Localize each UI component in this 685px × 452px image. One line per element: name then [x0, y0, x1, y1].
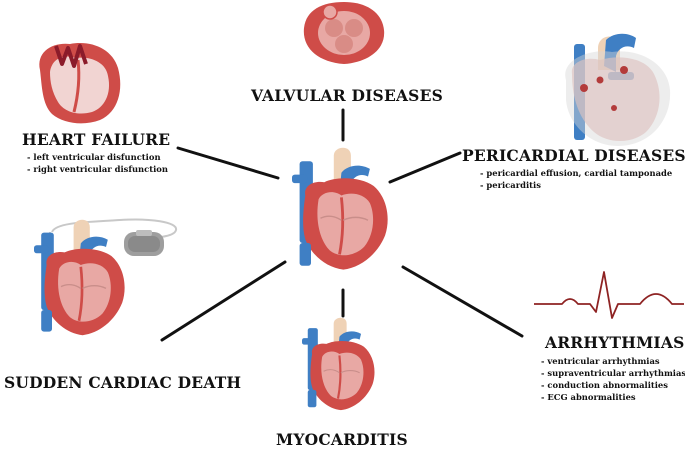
- connector-pericardial: [388, 151, 462, 184]
- pacemaker-heart-illustration: [32, 218, 177, 337]
- pericardial-list: pericardial effusion, cardial tamponade …: [480, 167, 672, 191]
- list-item: right ventricular disfunction: [27, 163, 168, 175]
- list-item: ventricular arrhythmias: [541, 355, 685, 367]
- pericardial-heart-illustration: [565, 33, 671, 146]
- list-item: pericarditis: [480, 179, 672, 191]
- arrhythmias-title: ARRHYTHMIAS: [545, 333, 685, 352]
- valve-illustration: [303, 2, 385, 64]
- list-item: ECG abnormalities: [541, 391, 685, 403]
- myocarditis-title: MYOCARDITIS: [276, 430, 408, 449]
- myocarditis-heart-illustration: [300, 316, 376, 412]
- list-item: left ventricular disfunction: [27, 151, 168, 163]
- list-item: conduction abnormalities: [541, 379, 685, 391]
- pacemaker-device: [124, 230, 164, 256]
- pericardial-diseases-title: PERICARDIAL DISEASES: [462, 146, 685, 165]
- list-item: pericardial effusion, cardial tamponade: [480, 167, 672, 179]
- list-item: supraventricular arrhythmias: [541, 367, 685, 379]
- valvular-diseases-title: VALVULAR DISEASES: [251, 86, 443, 105]
- heart-failure-list: left ventricular disfunction right ventr…: [27, 151, 168, 175]
- connector-arrhythmias: [401, 265, 524, 338]
- arrhythmias-list: ventricular arrhythmias supraventricular…: [541, 355, 685, 403]
- sudden-cardiac-death-title: SUDDEN CARDIAC DEATH: [4, 373, 242, 392]
- heart-failure-illustration: [39, 43, 121, 124]
- connector-heart-failure: [176, 146, 280, 180]
- ecg-trace: [534, 271, 684, 319]
- connector-lines: [160, 108, 524, 342]
- connector-sudden-death: [160, 260, 287, 342]
- central-heart-illustration: [290, 146, 390, 272]
- heart-failure-title: HEART FAILURE: [22, 130, 171, 149]
